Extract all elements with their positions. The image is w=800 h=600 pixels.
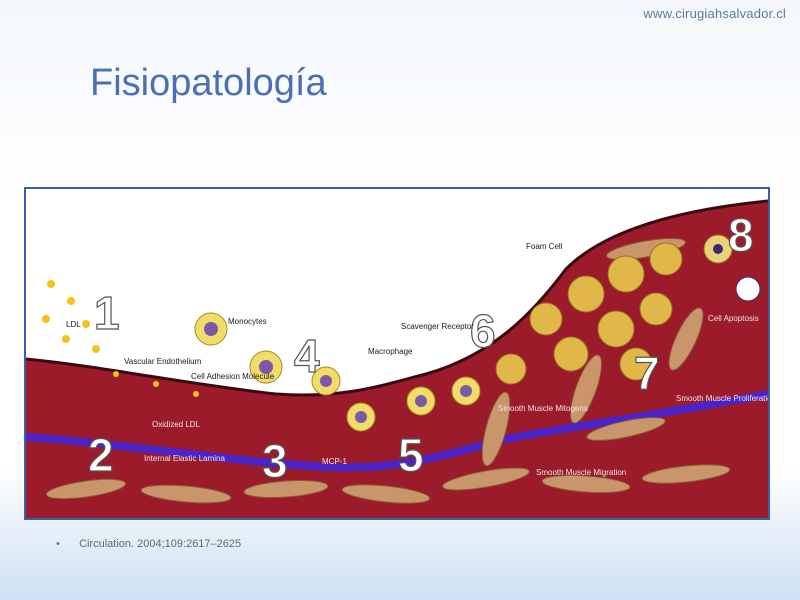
bullet-icon: • <box>56 538 60 550</box>
step-number-6: 6 <box>470 305 496 357</box>
step-number-4: 4 <box>294 330 320 382</box>
label-macrophage: Macrophage <box>368 347 413 356</box>
artery-diagram: 1 2 3 4 5 6 7 8 LDL Vascular Endothelium… <box>26 189 768 518</box>
label-foam-cell: Foam Cell <box>526 242 563 251</box>
citation-text: Circulation. 2004;109:2617–2625 <box>79 538 242 550</box>
atherosclerosis-figure: 1 2 3 4 5 6 7 8 LDL Vascular Endothelium… <box>24 187 770 520</box>
step-number-7: 7 <box>634 347 660 399</box>
apoptotic-cells <box>703 234 761 302</box>
label-internal-elastic-lamina: Internal Elastic Lamina <box>144 454 225 463</box>
step-number-3: 3 <box>262 435 288 487</box>
label-cell-apoptosis: Cell Apoptosis <box>708 314 759 323</box>
label-vascular-endothelium: Vascular Endothelium <box>124 357 202 366</box>
ldl-particles <box>42 280 199 397</box>
step-number-1: 1 <box>94 287 120 339</box>
label-smooth-muscle-proliferation: Smooth Muscle Proliferation <box>676 394 768 403</box>
step-number-2: 2 <box>88 429 114 481</box>
label-cell-adhesion-molecule: Cell Adhesion Molecule <box>191 372 275 381</box>
label-smooth-muscle-migration: Smooth Muscle Migration <box>536 468 626 477</box>
page-title: Fisiopatología <box>90 62 327 104</box>
label-oxidized-ldl: Oxidized LDL <box>152 420 201 429</box>
label-smooth-muscle-mitogens: Smooth Muscle Mitogens <box>498 404 588 413</box>
step-number-5: 5 <box>398 429 424 481</box>
foam-cells <box>495 242 683 385</box>
label-scavenger-receptor: Scavenger Receptor <box>401 322 474 331</box>
label-ldl: LDL <box>66 320 81 329</box>
site-url: www.cirugiahsalvador.cl <box>643 6 786 21</box>
label-monocytes: Monocytes <box>228 317 267 326</box>
smooth-muscle-cells <box>45 237 731 504</box>
endothelium-line <box>26 199 768 397</box>
internal-elastic-lamina <box>26 390 768 472</box>
citation-row: • Circulation. 2004;109:2617–2625 <box>56 538 241 550</box>
label-mcp1: MCP-1 <box>322 457 347 466</box>
monocyte-cells <box>194 312 481 432</box>
step-number-8: 8 <box>728 209 754 261</box>
